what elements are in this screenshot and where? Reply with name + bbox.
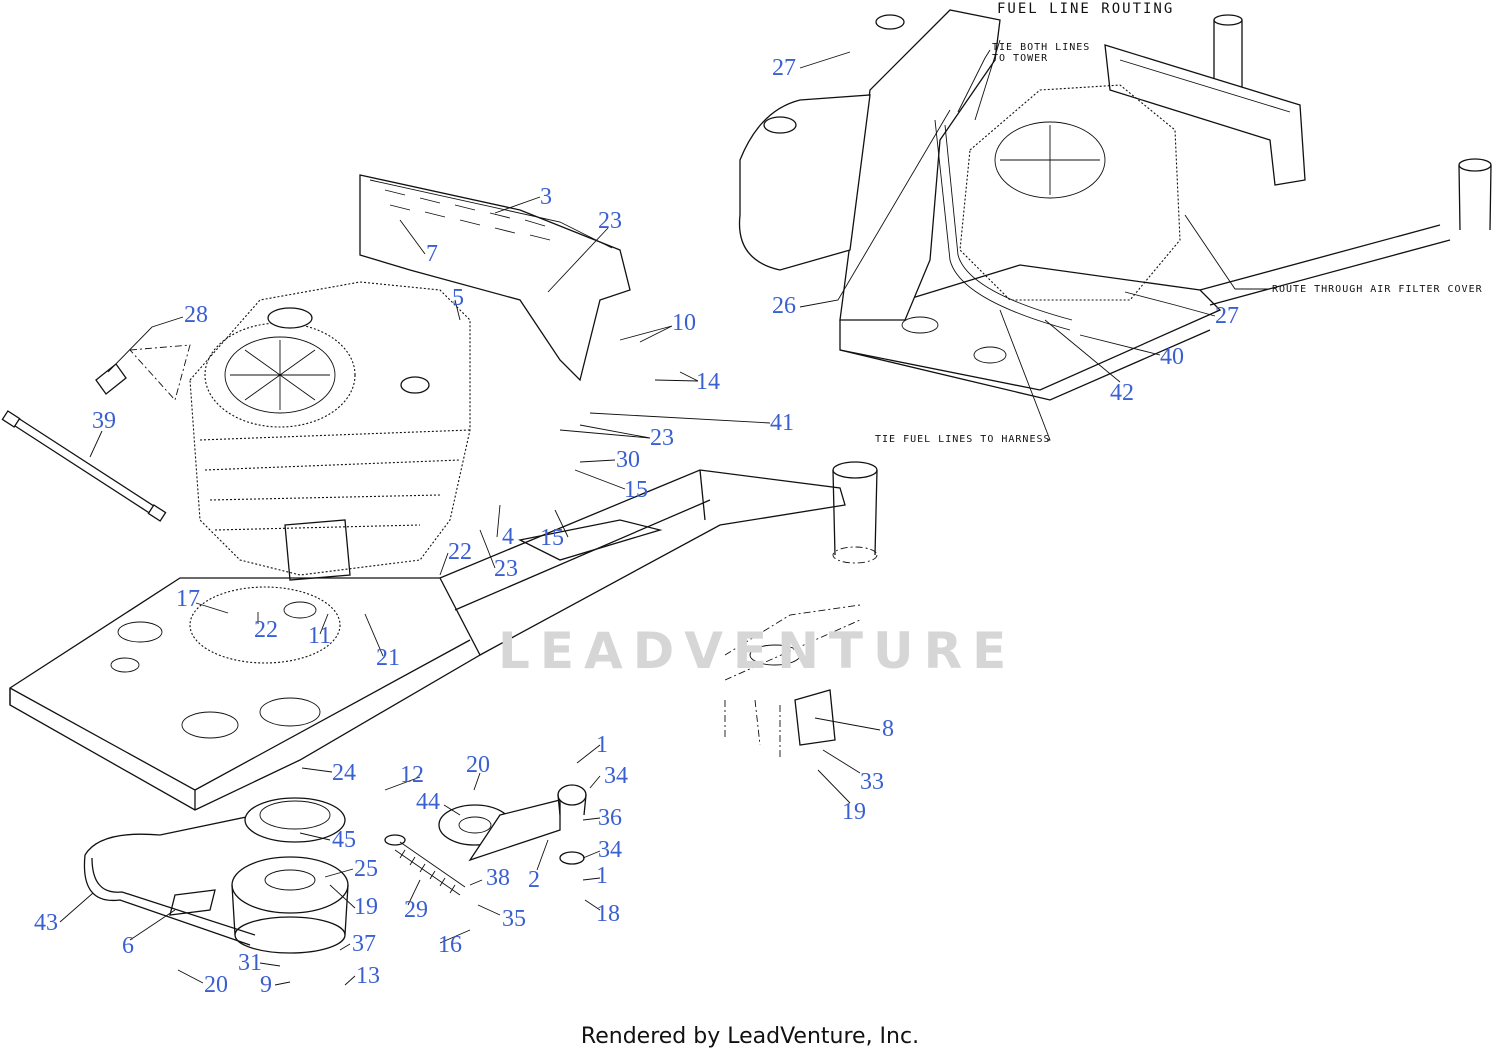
heat-shield bbox=[359, 174, 631, 382]
callout-30: 30 bbox=[616, 447, 640, 473]
note-route-air-filter: ROUTE THROUGH AIR FILTER COVER bbox=[1272, 284, 1483, 295]
note-to-tower: TO TOWER bbox=[992, 53, 1049, 64]
callout-27: 27 bbox=[772, 55, 796, 81]
callout-3: 3 bbox=[540, 184, 552, 210]
callout-15: 15 bbox=[540, 525, 564, 551]
callout-38: 38 bbox=[486, 865, 510, 891]
callout-11: 11 bbox=[308, 623, 332, 649]
callout-13: 13 bbox=[356, 963, 380, 989]
callout-1: 1 bbox=[596, 863, 608, 889]
callout-33: 33 bbox=[860, 769, 884, 795]
fuel-line-39 bbox=[1, 410, 167, 522]
callout-14: 14 bbox=[696, 369, 720, 395]
callout-42: 42 bbox=[1110, 380, 1134, 406]
callout-31: 31 bbox=[238, 950, 262, 976]
frame-rail bbox=[439, 461, 878, 656]
note-tie-both-lines: TIE BOTH LINES bbox=[992, 42, 1091, 53]
callout-10: 10 bbox=[672, 310, 696, 336]
callout-28: 28 bbox=[184, 302, 208, 328]
callout-22: 22 bbox=[448, 539, 472, 565]
clutch-pulley bbox=[169, 797, 349, 954]
callout-26: 26 bbox=[772, 293, 796, 319]
callout-35: 35 bbox=[502, 906, 526, 932]
callout-4: 4 bbox=[502, 524, 514, 550]
note-tie-fuel-harness: TIE FUEL LINES TO HARNESS bbox=[875, 434, 1051, 445]
callout-2: 2 bbox=[528, 867, 540, 893]
fuel-filter-28 bbox=[95, 344, 191, 401]
callout-1: 1 bbox=[596, 732, 608, 758]
callout-5: 5 bbox=[452, 285, 464, 311]
callout-23: 23 bbox=[494, 556, 518, 582]
drive-belt bbox=[83, 809, 331, 946]
callout-9: 9 bbox=[260, 972, 272, 998]
callout-22: 22 bbox=[254, 617, 278, 643]
callout-23: 23 bbox=[650, 425, 674, 451]
callout-19: 19 bbox=[354, 894, 378, 920]
callout-15: 15 bbox=[624, 477, 648, 503]
callout-25: 25 bbox=[354, 856, 378, 882]
callout-41: 41 bbox=[770, 410, 794, 436]
callout-23: 23 bbox=[598, 208, 622, 234]
engine bbox=[189, 281, 471, 581]
callout-40: 40 bbox=[1160, 344, 1184, 370]
callout-39: 39 bbox=[92, 408, 116, 434]
callout-12: 12 bbox=[400, 762, 424, 788]
leader-lines bbox=[59, 49, 1268, 986]
callout-19: 19 bbox=[842, 799, 866, 825]
idler-pulley bbox=[438, 784, 587, 865]
inset-fuel-routing bbox=[738, 9, 1492, 401]
callout-27: 27 bbox=[1215, 303, 1239, 329]
footer-credit: Rendered by LeadVenture, Inc. bbox=[580, 1024, 920, 1049]
frame-deck-plate bbox=[9, 577, 481, 811]
detail-bracket bbox=[724, 604, 861, 760]
callout-37: 37 bbox=[352, 931, 376, 957]
idler-spring bbox=[384, 834, 466, 896]
watermark: LEADVENTURE bbox=[498, 622, 1017, 680]
callout-34: 34 bbox=[604, 763, 628, 789]
callout-43: 43 bbox=[34, 910, 58, 936]
callout-36: 36 bbox=[598, 805, 622, 831]
callout-29: 29 bbox=[404, 897, 428, 923]
callout-16: 16 bbox=[438, 932, 462, 958]
callout-18: 18 bbox=[596, 901, 620, 927]
callout-17: 17 bbox=[176, 586, 200, 612]
callout-44: 44 bbox=[416, 789, 440, 815]
callout-8: 8 bbox=[882, 716, 894, 742]
callout-24: 24 bbox=[332, 760, 356, 786]
callout-20: 20 bbox=[466, 752, 490, 778]
callout-7: 7 bbox=[426, 241, 438, 267]
callout-45: 45 bbox=[332, 827, 356, 853]
inset-title: FUEL LINE ROUTING bbox=[997, 1, 1175, 17]
callout-34: 34 bbox=[598, 837, 622, 863]
callout-6: 6 bbox=[122, 933, 134, 959]
callout-20: 20 bbox=[204, 972, 228, 998]
callout-21: 21 bbox=[376, 645, 400, 671]
